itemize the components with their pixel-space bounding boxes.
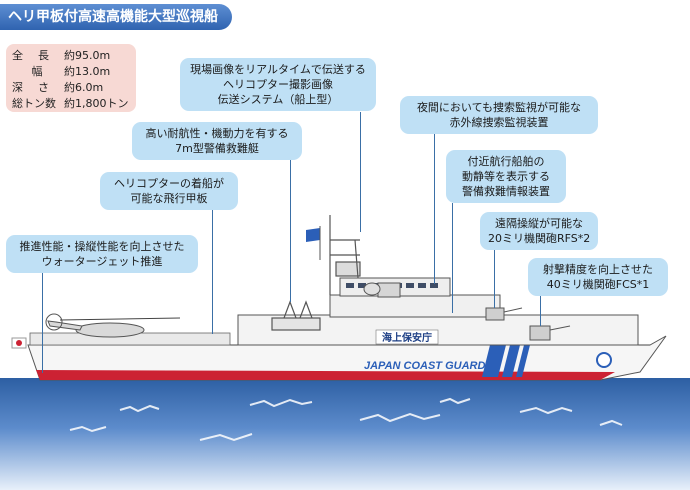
callout-waterjet: 推進性能・操縦性能を向上させた ウォータージェット推進 [6,235,198,273]
callout-line: 射撃精度を向上させた [543,263,653,276]
gun-40mm [529,325,571,341]
spec-value: 約6.0m [64,81,104,94]
leader-line [360,112,361,232]
callout-line: 7m型警備救難艇 [175,142,259,155]
gun-20mm [485,307,523,321]
spec-label: 全 長 [12,49,51,62]
spec-tonnage: 総トン数約1,800トン [12,96,129,112]
sea [0,378,690,490]
callout-line: 現場画像をリアルタイムで伝送する [190,63,366,76]
callout-line: 遠隔操縦が可能な [495,217,583,230]
spec-value: 約95.0m [64,49,111,62]
callout-line: 動静等を表示する [462,170,550,183]
leader-line [452,203,453,313]
callout-camera-system: 現場画像をリアルタイムで伝送する ヘリコプター撮影画像 伝送システム（船上型） [180,58,376,111]
bridge-label: 海上保安庁 [382,331,432,344]
radar-dome [363,282,381,296]
spec-depth: 深 さ約6.0m [12,80,103,96]
spec-value: 約13.0m [64,65,111,78]
spec-label: 深 さ [12,81,51,94]
leader-line [434,134,435,284]
flag [306,228,320,242]
callout-line: 高い耐航性・機動力を有する [145,127,289,140]
callout-gun-20mm: 遠隔操縦が可能な 20ミリ機関砲RFS*2 [480,212,598,250]
callout-line: 夜間においても捜索監視が可能な [416,101,582,114]
callout-line: ウォータージェット推進 [41,255,163,268]
callout-line: 推進性能・操縦性能を向上させた [19,240,185,253]
callout-gun-40mm: 射撃精度を向上させた 40ミリ機関砲FCS*1 [528,258,668,296]
leader-line [42,273,43,373]
bridge-label-plate [375,329,439,345]
superstructure-mid [329,294,501,318]
spec-label: 幅 [31,65,45,78]
callout-line: ヘリコプター撮影画像 [223,78,333,91]
lifeboat-davit [271,300,321,331]
hull-band-2 [502,345,520,377]
callout-line: 20ミリ機関砲RFS*2 [488,232,591,245]
bow-emblem [596,352,612,368]
sea-wave-highlights [69,397,623,442]
callout-line: 可能な飛行甲板 [130,192,208,205]
leader-line [212,210,213,334]
callout-info-system: 付近航行船舶の 動静等を表示する 警備救難情報装置 [446,150,566,203]
mast [329,215,361,295]
hull-band-1 [482,345,506,377]
funnel [377,282,401,298]
callout-line: ヘリコプターの着船が [114,177,224,190]
callout-line: 伝送システム（船上型） [217,93,339,106]
hull-text: JAPAN COAST GUARD [364,360,485,372]
callout-lifeboat: 高い耐航性・機動力を有する 7m型警備救難艇 [132,122,302,160]
callout-line: 40ミリ機関砲FCS*1 [546,278,650,291]
spec-length: 全 長約95.0m [12,48,110,64]
spec-label: 総トン数 [12,97,56,110]
specs-box: 全 長約95.0m 幅 約13.0m 深 さ約6.0m 総トン数約1,800トン [6,44,136,112]
leader-line [290,160,291,302]
callout-infrared: 夜間においても捜索監視が可能な 赤外線捜索監視装置 [400,96,598,134]
spec-value: 約1,800トン [64,97,129,110]
helicopter [45,313,181,338]
spec-width: 幅 約13.0m [12,64,111,80]
callout-helideck: ヘリコプターの着船が 可能な飛行甲板 [100,172,238,210]
callout-line: 付近航行船舶の [467,155,545,168]
leader-line [494,250,495,308]
hull-band-3 [516,345,530,377]
hull-red-stripe [36,370,615,380]
callout-line: 警備救難情報装置 [462,185,550,198]
leader-line [540,296,541,326]
page-title: ヘリ甲板付高速高機能大型巡視船 [0,4,232,30]
callout-line: 赤外線捜索監視装置 [449,116,549,129]
